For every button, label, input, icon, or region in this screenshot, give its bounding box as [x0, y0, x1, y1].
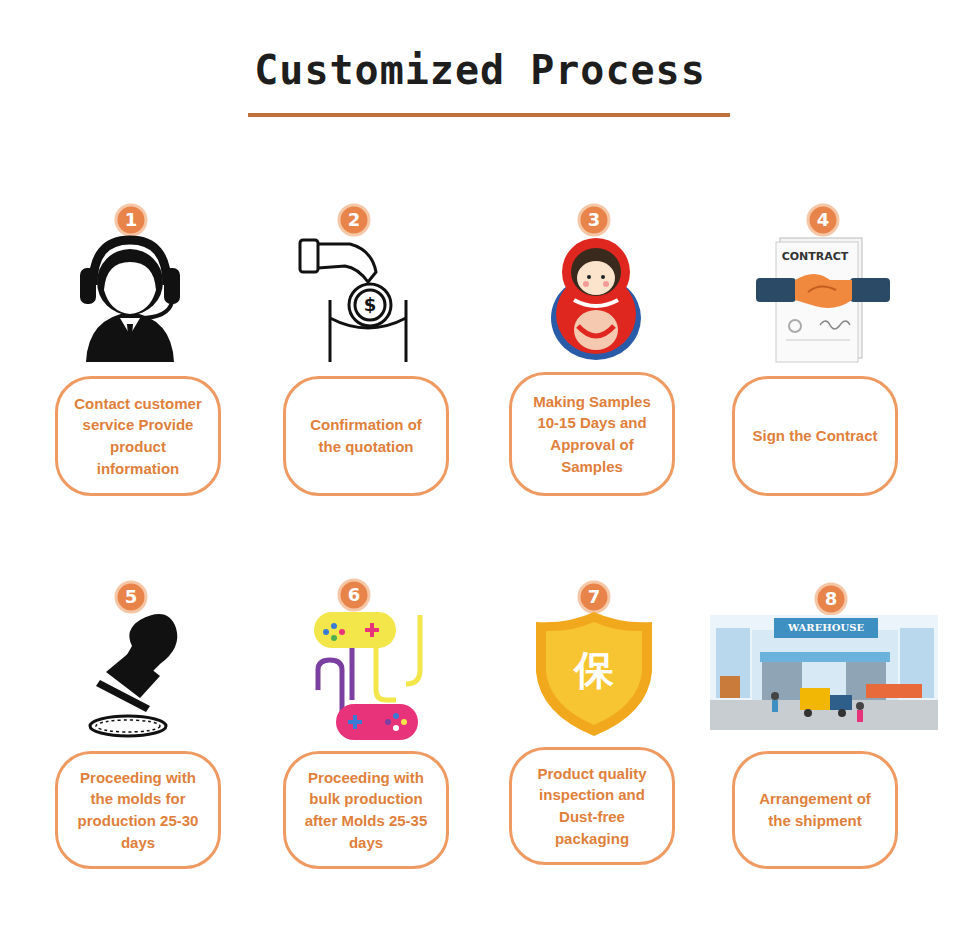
contract-icon: [756, 238, 890, 362]
step-text: Proceeding with bulk production after Mo…: [297, 767, 435, 854]
callout-number: 5: [125, 588, 138, 606]
shield-character: 保: [574, 650, 614, 690]
warehouse-sign: WAREHOUSE: [788, 623, 864, 633]
step-text: Contact customer service Provide product…: [69, 393, 207, 480]
callout-number: 7: [588, 588, 601, 606]
coin-symbol: $: [364, 296, 377, 314]
process-box: Sign the Contract: [732, 376, 898, 496]
process-box: Product quality inspection and Dust-free…: [509, 747, 675, 865]
process-box: Proceeding with the molds for production…: [55, 751, 221, 869]
process-box: Contact customer service Provide product…: [55, 376, 221, 496]
step-text: Making Samples 10-15 Days and Approval o…: [523, 391, 661, 478]
callout-number: 6: [348, 586, 361, 604]
step-text: Arrangement of the shipment: [746, 788, 884, 832]
title-underline: [248, 113, 730, 117]
callout-number: 3: [588, 211, 601, 229]
step-text: Sign the Contract: [746, 425, 884, 447]
title: Customized Process: [254, 47, 705, 93]
callout-number: 4: [817, 211, 830, 229]
callout-number: 2: [348, 211, 361, 229]
process-box: Confirmation of the quotation: [283, 376, 449, 496]
coin-hand-icon: [300, 240, 406, 362]
matryoshka-doll-icon: [551, 238, 641, 360]
contract-heading: CONTRACT: [782, 251, 849, 262]
callout-number: 1: [125, 211, 138, 229]
process-box: Making Samples 10-15 Days and Approval o…: [509, 372, 675, 496]
step-text: Proceeding with the molds for production…: [69, 767, 207, 854]
callout-number: 8: [825, 590, 838, 608]
game-controller-icon: [314, 612, 420, 740]
stamp-icon: [90, 614, 177, 736]
step-text: Confirmation of the quotation: [297, 414, 435, 458]
warehouse-scene: [710, 615, 938, 730]
step-text: Product quality inspection and Dust-free…: [523, 763, 661, 850]
process-box: Arrangement of the shipment: [732, 751, 898, 869]
shield-icon: [536, 612, 652, 736]
customer-service-icon: [80, 240, 180, 362]
process-box: Proceeding with bulk production after Mo…: [283, 751, 449, 869]
